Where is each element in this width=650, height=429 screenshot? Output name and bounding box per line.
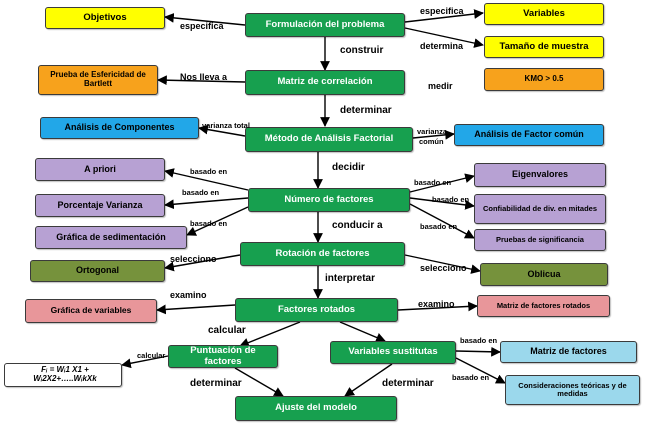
- node-objetivos: Objetivos: [45, 7, 165, 29]
- node-rotacion: Rotación de factores: [240, 242, 405, 266]
- node-componentes: Análisis de Componentes: [40, 117, 199, 139]
- node-matriz-factores: Matriz de factores: [500, 341, 637, 363]
- label-examino-right: examino: [418, 299, 455, 309]
- edge-sustitutas-matriz: [455, 346, 501, 357]
- node-confiabilidad: Confiabilidad de div. en mitades: [474, 194, 606, 224]
- node-formulacion: Formulación del problema: [245, 13, 405, 37]
- node-kmo: KMO > 0.5: [484, 68, 604, 91]
- edge-rotados-sustitutas: [339, 321, 386, 343]
- label-basado-en-4: basado en: [414, 178, 452, 187]
- label-basado-en-1: basado en: [190, 167, 228, 176]
- node-ajuste: Ajuste del modelo: [235, 396, 397, 421]
- label-basado-en-5: basado en: [432, 195, 470, 204]
- node-bartlett: Prueba de Esfericidad de Bartlett: [38, 65, 158, 95]
- node-variables: Variables: [484, 3, 604, 25]
- edge-rotados-grafica: [156, 304, 236, 315]
- edge-numero-sedimentacion: [186, 206, 249, 236]
- node-factores-rotados: Factores rotados: [235, 298, 398, 322]
- edge-rotacion-oblicua: [404, 254, 481, 274]
- node-porcentaje: Porcentaje Varianza: [35, 194, 165, 217]
- label-varianza-comun-2: común: [419, 137, 444, 146]
- edge-numero-pruebas: [409, 203, 475, 239]
- label-determina: determina: [420, 41, 464, 51]
- edge-rotados-matriz-rotados: [397, 301, 478, 312]
- edge-metodo-factor-comun: [412, 129, 455, 140]
- edge-formulacion-variables: [404, 9, 484, 23]
- label-conducir: conducir a: [332, 220, 383, 231]
- edge-numero-apriori: [164, 168, 249, 191]
- label-examino-left: examino: [170, 290, 207, 300]
- node-tamano: Tamaño de muestra: [484, 36, 604, 58]
- label-calcular-small: calcular: [137, 351, 166, 360]
- edge-puntuacion-formula: [121, 355, 169, 369]
- node-grafica-variables: Gráfica de variables: [25, 299, 157, 323]
- label-basado-en-6: basado en: [420, 222, 458, 231]
- node-numero-factores: Número de factores: [248, 188, 410, 212]
- node-formula: Fᵢ = Wᵢ1 X1 + Wᵢ2X2+…..WᵢkXk: [4, 363, 122, 387]
- label-varianza-total: varianza total: [202, 121, 250, 130]
- edge-puntuacion-ajuste: [234, 367, 284, 397]
- label-especifica-right: especifica: [420, 6, 464, 16]
- label-construir: construir: [340, 45, 384, 56]
- node-matriz-rotados: Matriz de factores rotados: [477, 295, 610, 317]
- label-basado-en-8: basado en: [452, 373, 490, 382]
- edge-formulacion-objetivos: [164, 13, 246, 26]
- node-ortogonal: Ortogonal: [30, 260, 165, 282]
- label-especifica-left: especifica: [180, 21, 224, 31]
- edge-sustitutas-ajuste: [344, 363, 393, 397]
- node-oblicua: Oblicua: [480, 263, 608, 286]
- node-factor-comun: Análisis de Factor común: [454, 124, 604, 146]
- label-decidir: decidir: [332, 162, 365, 173]
- edge-numero-confiabilidad: [409, 197, 475, 210]
- label-determinar-right: determinar: [382, 378, 434, 389]
- edge-matriz-bartlett: [157, 75, 246, 86]
- node-sedimentacion: Gráfica de sedimentación: [35, 226, 187, 249]
- node-puntuacion: Puntuación de factores: [168, 345, 278, 368]
- label-nos-lleva: Nos lleva a: [180, 72, 228, 82]
- node-eigenvalores: Eigenvalores: [474, 163, 606, 187]
- edge-numero-porcentaje: [164, 197, 249, 210]
- label-varianza-comun-1: varianza: [417, 127, 448, 136]
- node-matriz-correlacion: Matriz de correlación: [245, 70, 405, 95]
- label-basado-en-3: basado en: [190, 219, 228, 228]
- edge-formulacion-tamano: [404, 27, 484, 48]
- label-selecciono-right: selecciono: [420, 263, 467, 273]
- edge-rotados-puntuacion: [239, 321, 301, 348]
- label-basado-en-2: basado en: [182, 188, 220, 197]
- edge-numero-eigenvalores: [409, 173, 475, 193]
- node-pruebas: Pruebas de significancia: [474, 229, 606, 251]
- edge-sustitutas-consideraciones: [455, 357, 506, 384]
- label-interpretar: interpretar: [325, 273, 376, 284]
- label-determinar-left: determinar: [190, 378, 242, 389]
- node-metodo: Método de Análisis Factorial: [245, 127, 413, 152]
- edge-metodo-componentes: [198, 124, 246, 137]
- label-calcular-big: calcular: [208, 325, 246, 336]
- label-basado-en-7: basado en: [460, 336, 498, 345]
- node-consideraciones: Consideraciones teóricas y de medidas: [505, 375, 640, 405]
- label-determinar: determinar: [340, 105, 392, 116]
- label-selecciono-left: selecciono: [170, 254, 217, 264]
- edge-rotacion-ortogonal: [164, 254, 241, 272]
- node-variables-sustitutas: Variables sustitutas: [330, 341, 456, 364]
- node-a-priori: A priori: [35, 158, 165, 181]
- label-medir: medir: [428, 81, 453, 91]
